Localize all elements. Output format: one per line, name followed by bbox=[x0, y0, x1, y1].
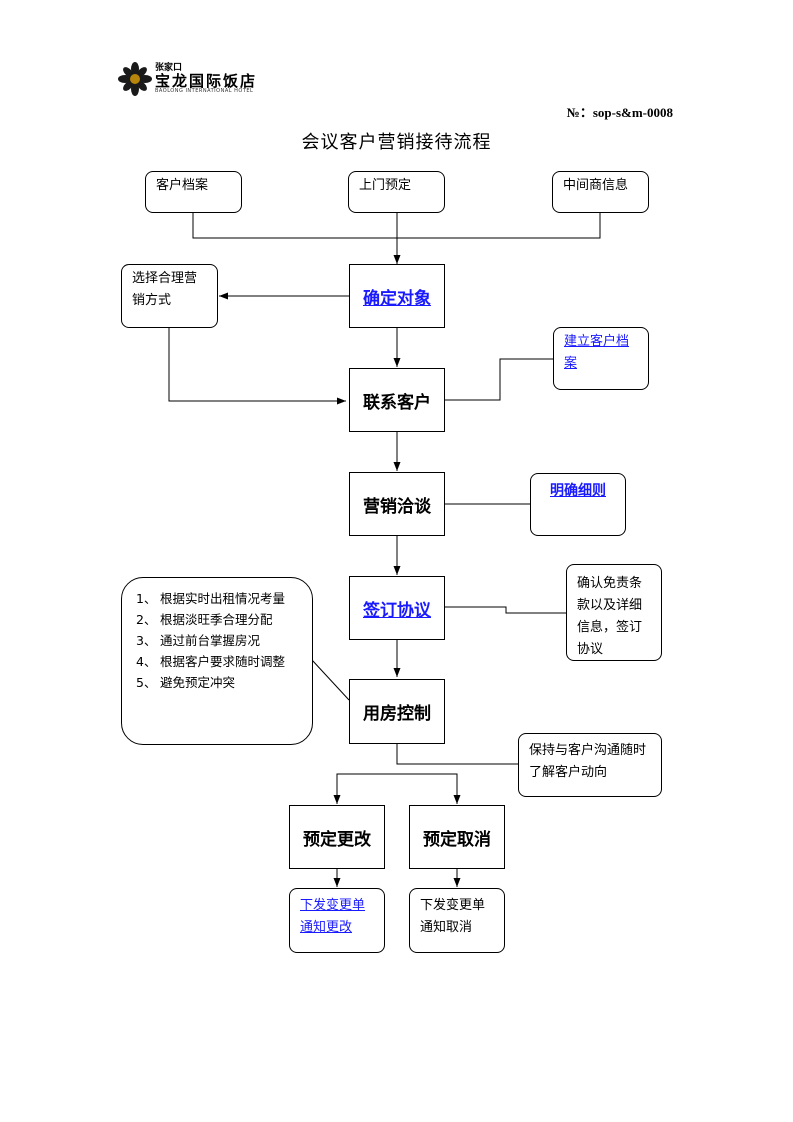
note-keep-contact-text: 保持与客户沟通随时了解客户动向 bbox=[529, 743, 647, 780]
step-sign-agreement-link[interactable]: 签订协议 bbox=[363, 600, 431, 621]
note-select-method-text: 选择合理营销方式 bbox=[132, 271, 198, 308]
step-room-control-label: 用房控制 bbox=[363, 704, 431, 724]
line-to-keep-contact bbox=[396, 744, 518, 765]
page-title: 会议客户营销接待流程 bbox=[301, 132, 492, 153]
note-issue-change-link[interactable]: 下发变更单通知更改 bbox=[300, 898, 366, 935]
rule-item: 3、 通过前台掌握房况 bbox=[136, 630, 302, 651]
step-confirm-target[interactable]: 确定对象 bbox=[349, 264, 445, 328]
step-contact-customer: 联系客户 bbox=[349, 368, 445, 432]
rule-number: 3、 bbox=[136, 633, 157, 648]
note-issue-cancel: 下发变更单通知取消 bbox=[409, 888, 505, 953]
note-clarify-details-link[interactable]: 明确细则 bbox=[550, 483, 606, 499]
rule-text: 根据淡旺季合理分配 bbox=[160, 612, 273, 627]
logo-city: 张家口 bbox=[155, 63, 183, 73]
line-to-create-archive bbox=[445, 358, 553, 401]
note-keep-contact: 保持与客户沟通随时了解客户动向 bbox=[518, 733, 662, 797]
rule-number: 4、 bbox=[136, 654, 157, 669]
rule-item: 5、 避免预定冲突 bbox=[136, 672, 302, 693]
document-number: №：sop-s&m-0008 bbox=[566, 105, 673, 120]
note-select-method: 选择合理营销方式 bbox=[121, 264, 218, 328]
split-line bbox=[336, 773, 458, 804]
rule-item: 4、 根据客户要求随时调整 bbox=[136, 651, 302, 672]
step-booking-cancel: 预定取消 bbox=[409, 805, 505, 869]
room-control-rules: 1、 根据实时出租情况考量 2、 根据淡旺季合理分配 3、 通过前台掌握房况 4… bbox=[121, 577, 313, 745]
note-confirm-terms-text: 确认免责条款以及详细信息，签订协议 bbox=[577, 576, 643, 657]
step-sales-negotiation: 营销洽谈 bbox=[349, 472, 445, 536]
note-create-archive-link[interactable]: 建立客户档案 bbox=[564, 334, 630, 371]
node-agent-info: 中间商信息 bbox=[552, 171, 649, 213]
node-customer-archive: 客户档案 bbox=[145, 171, 242, 213]
step-sign-agreement[interactable]: 签订协议 bbox=[349, 576, 445, 640]
note-create-archive[interactable]: 建立客户档案 bbox=[553, 327, 649, 390]
step-contact-customer-label: 联系客户 bbox=[363, 392, 431, 413]
line-to-confirm-terms bbox=[445, 606, 566, 614]
logo-english-name: BAOLONG INTERNATIONAL HOTEL bbox=[155, 88, 254, 94]
rule-text: 根据实时出租情况考量 bbox=[160, 591, 286, 606]
rule-number: 1、 bbox=[136, 591, 157, 606]
node-visit-booking: 上门预定 bbox=[348, 171, 445, 213]
rule-item: 1、 根据实时出租情况考量 bbox=[136, 588, 302, 609]
step-confirm-target-link[interactable]: 确定对象 bbox=[363, 288, 431, 309]
line-rules-to-room-control bbox=[311, 659, 350, 701]
rule-text: 通过前台掌握房况 bbox=[160, 633, 261, 648]
rule-number: 5、 bbox=[136, 675, 157, 690]
note-clarify-details[interactable]: 明确细则 bbox=[530, 473, 626, 536]
rule-text: 避免预定冲突 bbox=[160, 675, 236, 690]
node-agent-info-label: 中间商信息 bbox=[563, 178, 629, 193]
step-booking-cancel-label: 预定取消 bbox=[423, 829, 491, 850]
step-booking-change: 预定更改 bbox=[289, 805, 385, 869]
rule-number: 2、 bbox=[136, 612, 157, 627]
logo-hotel-name: 宝龙国际饭店 bbox=[155, 72, 258, 90]
node-visit-booking-label: 上门预定 bbox=[359, 178, 412, 193]
arrow-method-to-contact bbox=[168, 328, 346, 405]
note-issue-change[interactable]: 下发变更单通知更改 bbox=[289, 888, 385, 953]
step-sales-negotiation-label: 营销洽谈 bbox=[363, 496, 431, 517]
node-customer-archive-label: 客户档案 bbox=[156, 178, 209, 193]
note-issue-cancel-text: 下发变更单通知取消 bbox=[420, 898, 486, 935]
step-booking-change-label: 预定更改 bbox=[303, 829, 371, 850]
rule-item: 2、 根据淡旺季合理分配 bbox=[136, 609, 302, 630]
step-room-control: 用房控制 bbox=[349, 679, 445, 744]
note-confirm-terms: 确认免责条款以及详细信息，签订协议 bbox=[566, 564, 662, 661]
rule-text: 根据客户要求随时调整 bbox=[160, 654, 286, 669]
hotel-logo: 张家口 宝龙国际饭店 BAOLONG INTERNATIONAL HOTEL bbox=[118, 58, 278, 98]
hotel-emblem-icon bbox=[118, 62, 152, 96]
